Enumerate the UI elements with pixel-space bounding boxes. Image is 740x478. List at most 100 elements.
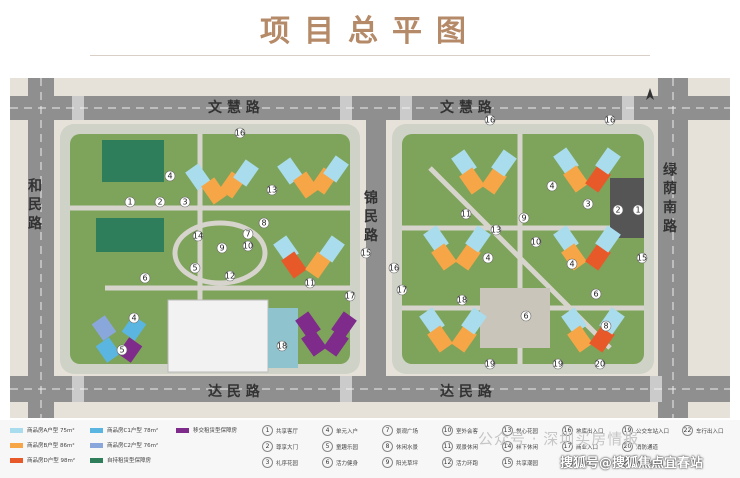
svg-text:10: 10 <box>243 242 253 251</box>
legend-facility-label: 商业入口 <box>576 444 599 451</box>
legend-facility-number: 8 <box>382 441 393 452</box>
legend-facility-label: 阳光草坪 <box>396 460 419 467</box>
legend-type-item: 移交租赁型保障房 <box>176 426 237 434</box>
facility-marker: 16 <box>388 262 400 274</box>
legend-facility-label: 消防通道 <box>636 444 659 451</box>
facility-marker: 15 <box>360 247 372 259</box>
svg-text:3: 3 <box>585 200 590 209</box>
legend-facility-label: 人行出入口 <box>636 460 664 467</box>
svg-text:4: 4 <box>131 314 136 323</box>
legend-swatch <box>10 442 23 448</box>
north-arrow-icon <box>646 88 654 100</box>
svg-text:16: 16 <box>485 116 495 125</box>
svg-text:4: 4 <box>485 254 490 263</box>
svg-text:4: 4 <box>167 172 172 181</box>
tower-cluster-w3[interactable] <box>273 235 345 279</box>
road-center <box>366 118 386 380</box>
legend-facility-number: 2 <box>262 441 273 452</box>
legend-facility-label: 幼儿园 <box>576 460 593 467</box>
svg-text:15: 15 <box>361 249 371 258</box>
facility-marker: 1 <box>124 196 136 208</box>
facility-marker: 16 <box>604 114 616 126</box>
legend-facility-label: 礼序花园 <box>276 460 299 467</box>
legend-facility-label: 尊享大门 <box>276 444 299 451</box>
legend-facility-label: 童趣乐园 <box>336 444 359 451</box>
legend-type-label: 商品房A户型 75m² <box>27 428 75 434</box>
facility-marker: 2 <box>612 204 624 216</box>
legend-type-item: 商品房A户型 75m² <box>10 426 75 434</box>
facility-marker: 6 <box>520 310 532 322</box>
facility-marker: 4 <box>482 252 494 264</box>
tower-cluster-w1[interactable] <box>185 159 259 205</box>
tower-cluster-w5[interactable] <box>91 315 147 363</box>
watermark-source: 搜狐号@搜狐焦点宜春站 <box>560 456 704 471</box>
kindergarten-building <box>167 299 269 373</box>
svg-text:1: 1 <box>127 198 132 207</box>
legend-facility-number: 7 <box>382 425 393 436</box>
facility-marker: 9 <box>216 242 228 254</box>
svg-text:20: 20 <box>595 360 605 369</box>
legend-facility-label: 地库出入口 <box>576 428 604 435</box>
svg-text:13: 13 <box>267 186 277 195</box>
svg-text:9: 9 <box>521 214 526 223</box>
tower-cluster-e2[interactable] <box>553 147 621 193</box>
tower-cluster-e5[interactable] <box>419 307 487 353</box>
legend-swatch <box>90 442 103 448</box>
svg-text:6: 6 <box>523 312 528 321</box>
street-label-bottom: 达 民 路 <box>208 383 261 400</box>
tower-cluster-e4[interactable] <box>553 225 621 271</box>
svg-text:8: 8 <box>261 219 266 228</box>
facility-marker: 20 <box>594 358 606 370</box>
facility-marker: 13 <box>490 224 502 236</box>
tower-cluster-e3[interactable] <box>423 225 491 271</box>
legend-facility-number: 3 <box>262 457 273 468</box>
svg-text:5: 5 <box>119 346 124 355</box>
facility-marker: 5 <box>116 344 128 356</box>
legend-type-item: 自持租赁型保障房 <box>90 456 151 464</box>
street-label-center: 锦 民 路 <box>362 189 378 242</box>
svg-text:8: 8 <box>603 322 608 331</box>
legend-type-label: 移交租赁型保障房 <box>193 428 238 434</box>
facility-marker: 7 <box>242 228 254 240</box>
legend-facility-number: 22 <box>682 425 693 436</box>
site-plan-map[interactable]: 文 慧 路 文 慧 路 达 民 路 达 民 路 和 民 路 绿 荫 南 路 锦 … <box>10 78 730 418</box>
facility-marker: 11 <box>304 277 316 289</box>
tower-cluster-w4[interactable] <box>295 311 357 357</box>
legend-facility-number: 1 <box>262 425 273 436</box>
legend-facility-number: 11 <box>442 441 453 452</box>
facility-marker: 14 <box>192 230 204 242</box>
svg-text:16: 16 <box>605 116 615 125</box>
tower-cluster-e1[interactable] <box>451 149 517 195</box>
legend-facility-number: 18 <box>562 457 573 468</box>
legend-type-label: 商品房D户型 98m² <box>27 458 76 464</box>
legend-type-item: 商品房D户型 98m² <box>10 456 75 464</box>
facility-marker: 3 <box>179 196 191 208</box>
street-label-bottom-east: 达 民 路 <box>440 383 493 400</box>
legend-facility-label: 休闲水景 <box>396 444 419 451</box>
legend-facility-label: 活力环跑 <box>456 460 479 467</box>
street-label-left: 和 民 路 <box>26 178 42 230</box>
legend-facility-label: 单元入户 <box>336 428 359 435</box>
facility-marker: 2 <box>154 196 166 208</box>
legend-facility-label: 共享潮园 <box>516 460 539 467</box>
svg-text:16: 16 <box>389 264 399 273</box>
tower-cluster-w2[interactable] <box>277 155 349 199</box>
legend-type-label: 商品房C2户型 76m² <box>107 443 159 449</box>
svg-text:5: 5 <box>192 264 197 273</box>
legend-facility-number: 4 <box>322 425 333 436</box>
svg-text:4: 4 <box>569 260 574 269</box>
facility-marker: 18 <box>456 294 468 306</box>
legend-facility-number: 13 <box>502 425 513 436</box>
west-greenery <box>70 134 350 364</box>
facility-marker: 4 <box>128 312 140 324</box>
street-label-top-east: 文 慧 路 <box>440 99 493 116</box>
